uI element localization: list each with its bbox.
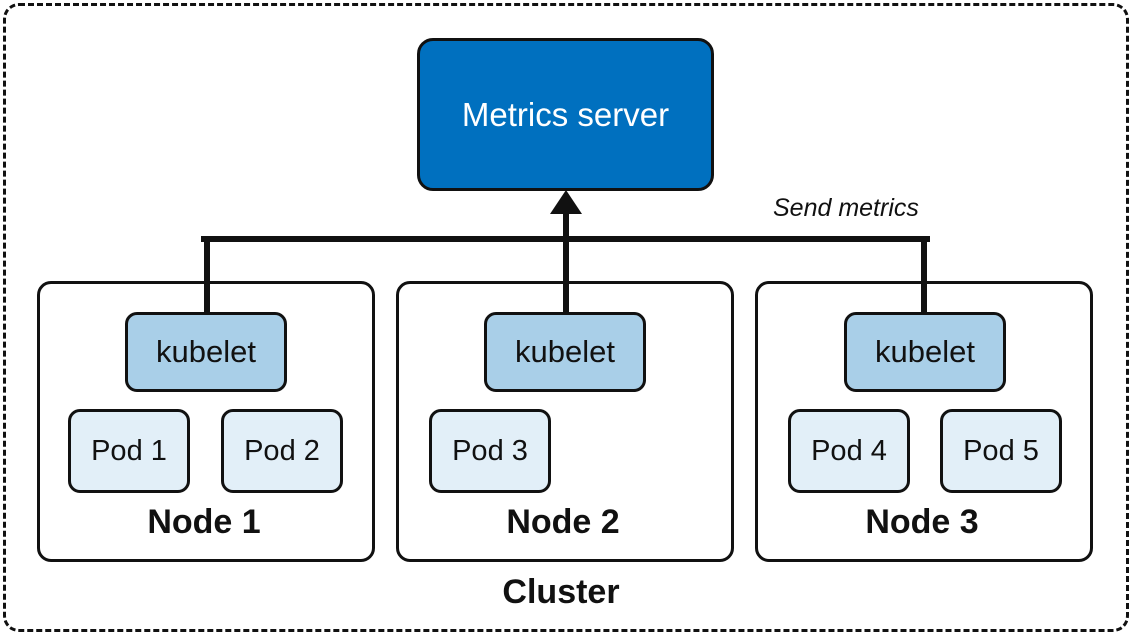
node-1-label: Node 1 [147,503,261,541]
kubelet-label: kubelet [875,334,975,369]
metrics-server-box: Metrics server [417,38,714,191]
pod-1: Pod 1 [68,409,190,493]
cluster-boundary [3,3,1129,632]
pod-label: Pod 4 [811,434,887,467]
pod-label: Pod 2 [244,434,320,467]
kubelet-label: kubelet [515,334,615,369]
node-3-label: Node 3 [865,503,979,541]
pod-label: Pod 3 [452,434,528,467]
cluster-label: Cluster [502,573,620,611]
node-1-kubelet: kubelet [125,312,287,392]
pod-label: Pod 1 [91,434,167,467]
pod-5: Pod 5 [940,409,1062,493]
send-metrics-label: Send metrics [773,194,919,222]
node-3-kubelet: kubelet [844,312,1006,392]
pod-4: Pod 4 [788,409,910,493]
pod-3: Pod 3 [429,409,551,493]
node-2-label: Node 2 [506,503,620,541]
pod-2: Pod 2 [221,409,343,493]
pod-label: Pod 5 [963,434,1039,467]
metrics-server-label: Metrics server [461,95,670,133]
node-2-kubelet: kubelet [484,312,646,392]
kubelet-label: kubelet [156,334,256,369]
